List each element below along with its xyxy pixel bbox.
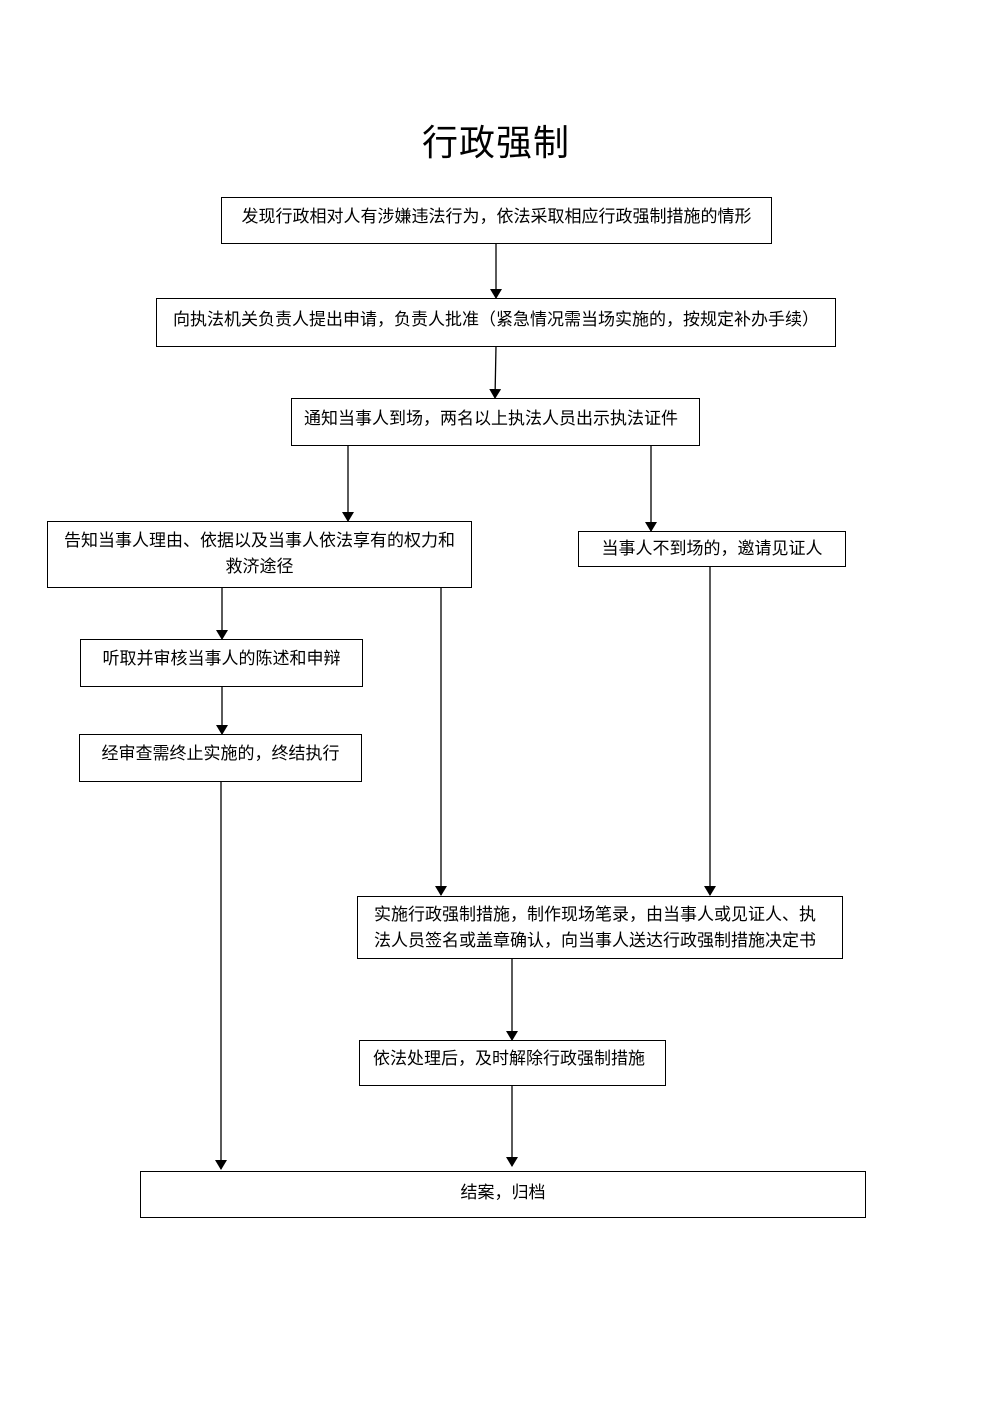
node-close: 结案，归档 xyxy=(140,1171,866,1218)
node-absent-text: 当事人不到场的，邀请见证人 xyxy=(601,539,823,559)
node-inform: 告知当事人理由、依据以及当事人依法享有的权力和救济途径 xyxy=(47,521,472,588)
arrow-apply-to-notify xyxy=(489,345,502,399)
node-apply-text: 向执法机关负责人提出申请，负责人批准（紧急情况需当场实施的，按规定补办手续） xyxy=(173,310,819,330)
node-inform-text: 告知当事人理由、依据以及当事人依法享有的权力和救济途径 xyxy=(64,531,455,577)
node-release: 依法处理后，及时解除行政强制措施 xyxy=(359,1040,666,1086)
node-terminate-text: 经审查需终止实施的，终结执行 xyxy=(101,744,340,764)
node-implement: 实施行政强制措施，制作现场笔录，由当事人或见证人、执法人员签名或盖章确认，向当事… xyxy=(357,896,843,959)
node-apply: 向执法机关负责人提出申请，负责人批准（紧急情况需当场实施的，按规定补办手续） xyxy=(156,298,836,347)
node-discover: 发现行政相对人有涉嫌违法行为，依法采取相应行政强制措施的情形 xyxy=(221,197,772,244)
node-notify: 通知当事人到场，两名以上执法人员出示执法证件 xyxy=(291,398,700,446)
page-title: 行政强制 xyxy=(421,123,570,164)
node-implement-text: 实施行政强制措施，制作现场笔录，由当事人或见证人、执法人员签名或盖章确认，向当事… xyxy=(374,905,816,951)
node-hear: 听取并审核当事人的陈述和申辩 xyxy=(80,639,363,687)
node-terminate: 经审查需终止实施的，终结执行 xyxy=(79,734,362,782)
node-release-text: 依法处理后，及时解除行政强制措施 xyxy=(373,1049,645,1069)
node-close-text: 结案，归档 xyxy=(460,1183,546,1203)
node-notify-text: 通知当事人到场，两名以上执法人员出示执法证件 xyxy=(304,409,678,429)
node-absent: 当事人不到场的，邀请见证人 xyxy=(578,531,846,567)
node-discover-text: 发现行政相对人有涉嫌违法行为，依法采取相应行政强制措施的情形 xyxy=(241,207,752,227)
node-hear-text: 听取并审核当事人的陈述和申辩 xyxy=(102,649,341,669)
